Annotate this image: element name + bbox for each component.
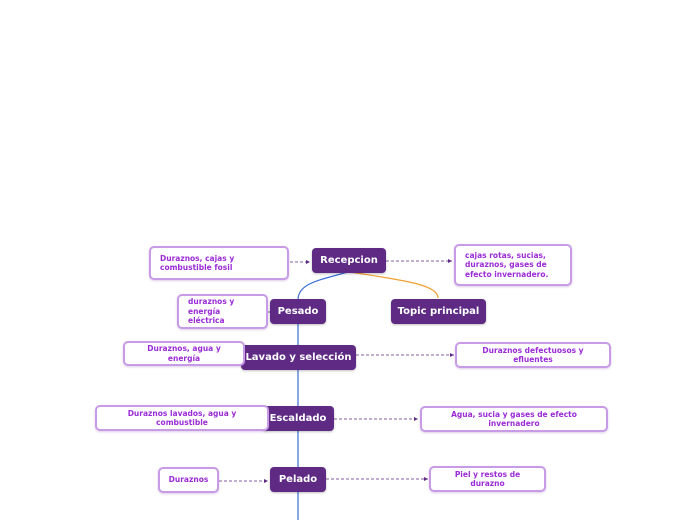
node-lavado-seleccion[interactable]: Lavado y selección <box>241 345 356 370</box>
note-pelado-output[interactable]: Piel y restos de durazno <box>429 466 546 492</box>
note-recepcion-output[interactable]: cajas rotas, sucias, duraznos, gases de … <box>454 244 572 286</box>
note-lavado-input[interactable]: Duraznos, agua y energía <box>123 341 245 366</box>
arrowhead <box>448 259 452 263</box>
node-topic-principal[interactable]: Topic principal <box>391 299 486 324</box>
node-escaldado[interactable]: Escaldado <box>262 406 334 431</box>
note-escaldado-input[interactable]: Duraznos lavados, agua y combustible <box>95 405 269 431</box>
branch-line-topic-principal <box>349 271 439 299</box>
arrowhead <box>306 260 310 264</box>
arrowhead <box>264 479 268 483</box>
note-escaldado-output[interactable]: Agua, sucia y gases de efecto invernader… <box>420 406 608 432</box>
node-recepcion[interactable]: Recepcion <box>312 248 386 273</box>
arrowhead <box>450 353 454 357</box>
note-lavado-output[interactable]: Duraznos defectuosos y efluentes <box>455 342 611 368</box>
node-pesado[interactable]: Pesado <box>270 299 326 324</box>
arrowhead <box>414 417 418 421</box>
node-pelado[interactable]: Pelado <box>270 467 326 492</box>
note-pesado-input[interactable]: duraznos y energía eléctrica <box>177 294 268 329</box>
arrowhead <box>424 477 428 481</box>
note-recepcion-input[interactable]: Duraznos, cajas y combustible fosil <box>149 246 289 280</box>
note-pelado-input[interactable]: Duraznos <box>158 467 219 493</box>
